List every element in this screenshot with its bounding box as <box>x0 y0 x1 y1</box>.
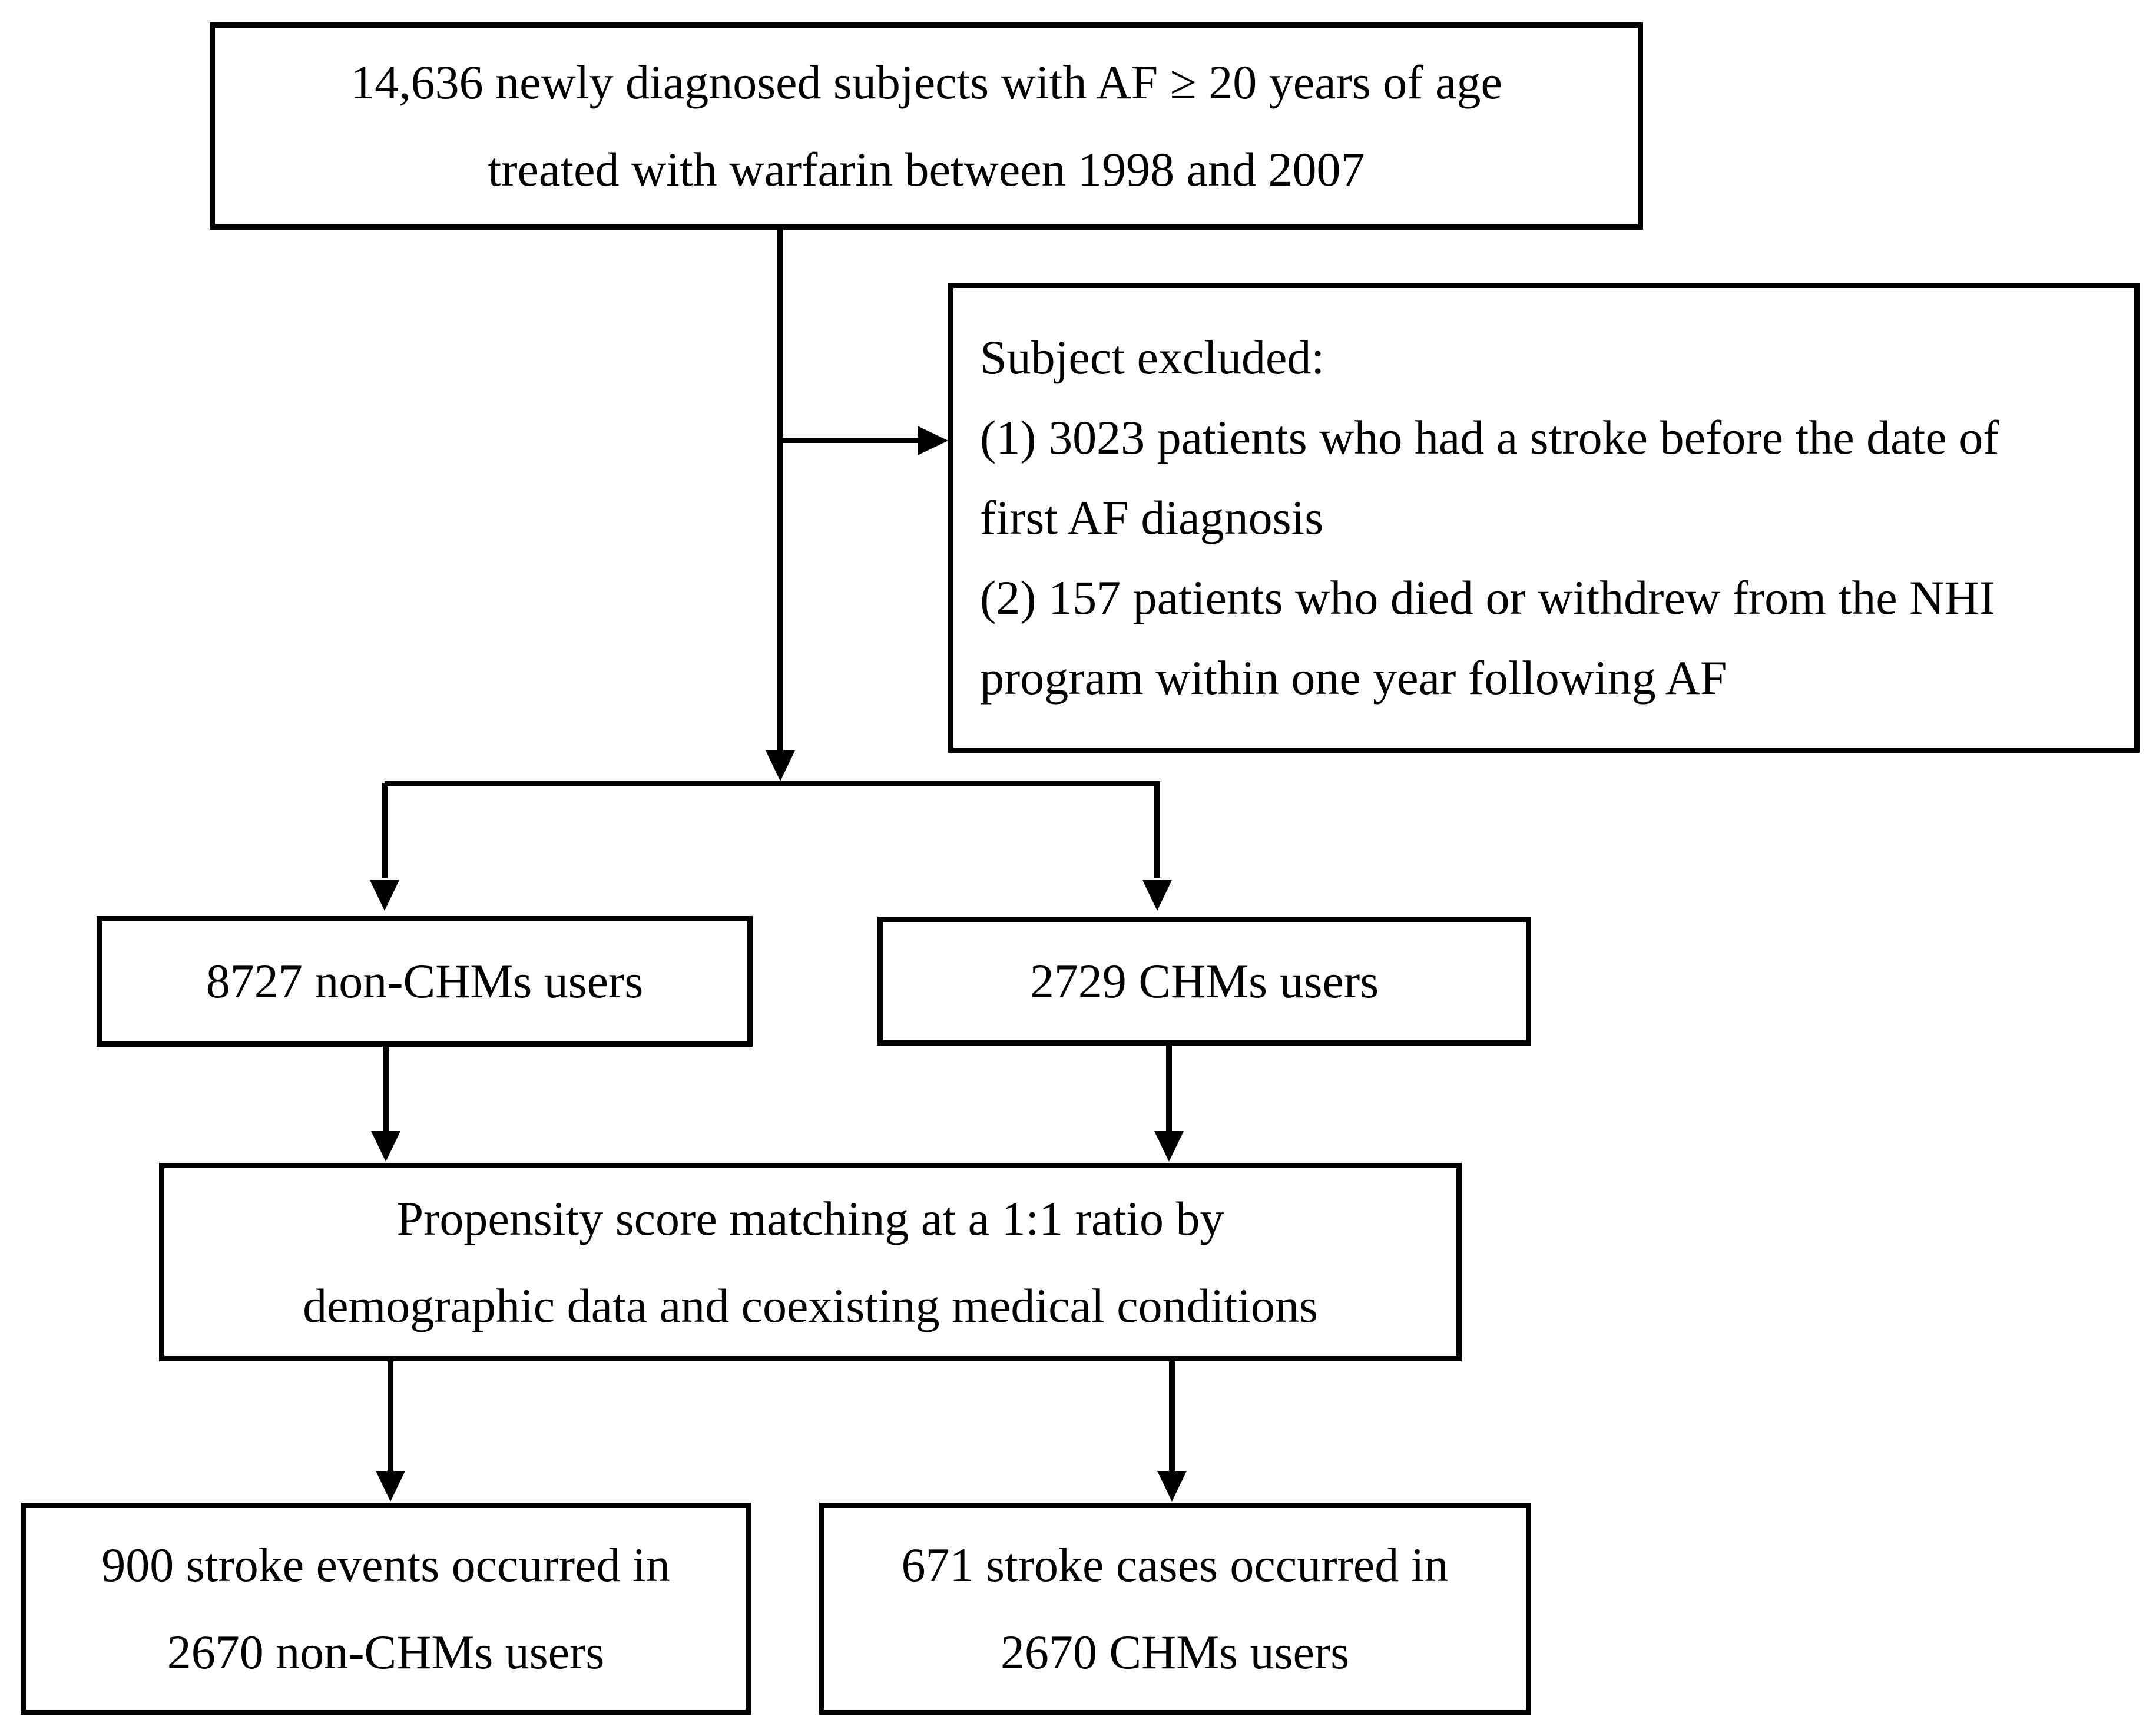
arrowhead-branch-to-chms-icon <box>1142 880 1172 911</box>
node-stroke-non-chms-line2: 2670 non-CHMs users <box>167 1625 605 1679</box>
node-non-chms-users-line1: 8727 non-CHMs users <box>206 954 644 1009</box>
node-subjects-excluded-line1: Subject excluded: <box>980 330 1325 384</box>
arrowhead-chms-to-propensity-icon <box>1154 1131 1184 1162</box>
node-propensity-matching-line2: demographic data and coexisting medical … <box>303 1278 1318 1332</box>
connector-propensity-to-stroke-non-chms-line <box>388 1361 393 1473</box>
arrowhead-propensity-to-stroke-chms-icon <box>1157 1471 1187 1502</box>
node-source-population-line2: treated with warfarin between 1998 and 2… <box>488 143 1365 196</box>
node-propensity-matching: Propensity score matching at a 1:1 ratio… <box>159 1163 1462 1361</box>
arrowhead-propensity-to-stroke-non-chms-icon <box>376 1471 405 1502</box>
connector-top-to-branch-line <box>777 230 783 753</box>
arrowhead-non-chms-to-propensity-icon <box>371 1131 400 1162</box>
node-subjects-excluded-line5: program within one year following AF <box>980 651 1727 705</box>
node-chms-users-line1: 2729 CHMs users <box>1029 954 1379 1008</box>
node-source-population-line1: 14,636 newly diagnosed subjects with AF … <box>350 55 1502 110</box>
arrowhead-branch-to-non-chms-icon <box>370 880 399 911</box>
connector-chms-to-propensity-line <box>1166 1046 1172 1134</box>
node-stroke-chms: 671 stroke cases occurred in 2670 CHMs u… <box>819 1503 1531 1715</box>
node-stroke-chms-line2: 2670 CHMs users <box>1000 1625 1350 1679</box>
node-non-chms-users: 8727 non-CHMs users <box>97 916 753 1047</box>
node-subjects-excluded-line3: first AF diagnosis <box>980 490 1324 544</box>
connector-branch-to-non-chms-line <box>382 783 388 878</box>
node-subjects-excluded-line2: (1) 3023 patients who had a stroke befor… <box>980 410 1999 464</box>
arrowhead-to-excluded-icon <box>918 426 948 455</box>
node-chms-users: 2729 CHMs users <box>877 917 1531 1046</box>
node-stroke-chms-line1: 671 stroke cases occurred in <box>901 1538 1449 1592</box>
node-propensity-matching-line1: Propensity score matching at a 1:1 ratio… <box>396 1191 1224 1245</box>
branch-bar-line <box>385 781 1160 786</box>
connector-branch-to-chms-line <box>1154 783 1160 878</box>
node-source-population: 14,636 newly diagnosed subjects with AF … <box>210 22 1643 230</box>
node-subjects-excluded: Subject excluded: (1) 3023 patients who … <box>948 283 2140 753</box>
node-stroke-non-chms-line1: 900 stroke events occurred in <box>101 1538 670 1592</box>
arrowhead-top-to-branch-icon <box>766 750 795 781</box>
connector-non-chms-to-propensity-line <box>383 1047 389 1134</box>
node-subjects-excluded-line4: (2) 157 patients who died or withdrew fr… <box>980 571 1995 625</box>
connector-propensity-to-stroke-chms-line <box>1169 1361 1175 1473</box>
node-stroke-non-chms: 900 stroke events occurred in 2670 non-C… <box>21 1503 751 1715</box>
connector-to-excluded-line <box>777 438 922 443</box>
